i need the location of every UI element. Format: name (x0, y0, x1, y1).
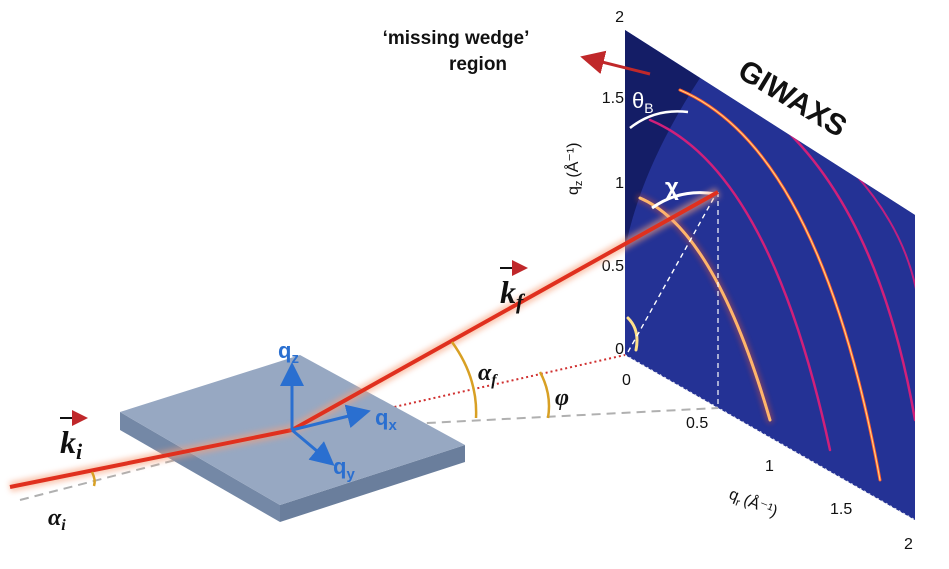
missing-wedge-area (625, 30, 700, 250)
scattered-beam (291, 190, 719, 432)
k-f-vector-label: kf (500, 260, 528, 314)
qr-tick-0.5: 0.5 (686, 415, 708, 432)
missing-wedge-arrow (580, 50, 651, 76)
detector-radial-dash (627, 193, 717, 353)
qz-tick-1.5: 1.5 (602, 90, 624, 107)
ground-dash-projection (291, 407, 719, 431)
qz-axis-label: qz(Å⁻¹) (563, 142, 585, 195)
incident-beam (9, 428, 293, 489)
qz-tick-0.5: 0.5 (602, 258, 624, 275)
theta-b-label: θB (632, 88, 654, 116)
qz-tick-1: 1 (615, 175, 624, 192)
qz-axis: 0 0.5 1 1.5 2 qz(Å⁻¹) (563, 9, 624, 358)
qx-label: qx (375, 405, 397, 434)
phi-arc (538, 371, 551, 419)
phi-label: φ (555, 385, 569, 411)
chi-label: χ (665, 174, 679, 201)
qr-tick-2: 2 (904, 536, 913, 553)
qy-arrow (291, 428, 335, 466)
missing-wedge-label-line2: region (449, 54, 507, 75)
qr-tick-1.5: 1.5 (830, 501, 852, 518)
qx-arrow (291, 404, 371, 432)
sample-side-right (280, 445, 465, 522)
qz-tick-2: 2 (615, 9, 624, 26)
qr-tick-0: 0 (622, 372, 631, 389)
sample-q-axes: qz qx qy (278, 338, 397, 483)
qz-tick-0: 0 (615, 341, 624, 358)
k-i-vector-label: ki (60, 410, 88, 464)
alpha-f-label: αf (478, 360, 498, 389)
alpha-i-arc (90, 471, 96, 487)
svg-text:ki: ki (60, 424, 83, 464)
beams (9, 187, 721, 492)
alpha-i-label: αi (48, 505, 66, 534)
ring-2 (648, 118, 832, 452)
theta-b-arc (629, 110, 689, 129)
qy-label: qy (333, 454, 355, 483)
ground-dash-incident (19, 429, 293, 501)
angle-arcs (90, 341, 551, 487)
missing-wedge-label-line1: ‘missing wedge’ (383, 28, 530, 49)
alpha-f-arc (450, 341, 478, 419)
sample-side-front (120, 412, 280, 522)
svg-text:kf: kf (500, 274, 526, 314)
qr-axis-label: qr(Å⁻¹) (725, 484, 780, 523)
qz-label: qz (278, 338, 299, 367)
qr-tick-1: 1 (765, 458, 774, 475)
